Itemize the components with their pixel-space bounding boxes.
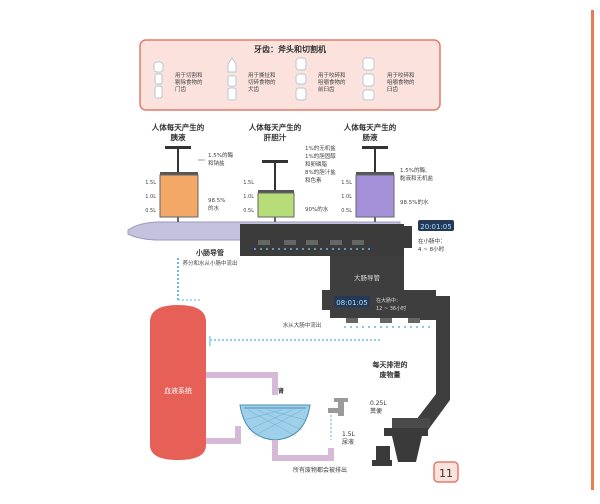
page-number-box xyxy=(433,461,459,483)
canine-icon xyxy=(227,57,237,101)
large-intestine-time-2: 12 ~ 36小时 xyxy=(376,305,406,312)
urine-amount: 1.5L xyxy=(342,431,356,438)
small-intestine-label: 小肠导管 xyxy=(195,248,224,257)
blood-to-kidney-pipe xyxy=(206,372,278,395)
molar-label-2: 咀嚼食物的 xyxy=(387,78,415,86)
premolar-icon xyxy=(295,57,307,101)
incisor-icon xyxy=(153,61,164,99)
scale-1-5L-b: 1.5L xyxy=(243,180,254,186)
rectum-pipe xyxy=(416,296,450,430)
urine-pipe xyxy=(272,440,334,461)
page-border xyxy=(591,10,594,490)
incisor-label-3: 门齿 xyxy=(175,85,187,93)
incisor-label-2: 剔除食物的 xyxy=(175,78,203,86)
feces-label: 粪便 xyxy=(370,407,382,415)
bile-tank xyxy=(257,160,295,218)
urine-label: 尿液 xyxy=(342,438,354,446)
blood-system xyxy=(150,305,206,460)
large-intestine-label: 大肠导管 xyxy=(354,273,381,282)
incisor-label-1: 用于切割和 xyxy=(175,71,203,79)
teeth-title: 牙齿：斧头和切割机 xyxy=(254,44,326,54)
feces-amount: 0.25L xyxy=(370,400,387,407)
canine-label-1: 用于撕扯和 xyxy=(248,71,276,79)
large-intestine-nozzles xyxy=(340,318,430,329)
blood-label: 血液系统 xyxy=(164,386,192,395)
daily-waste-line-2: 废物量 xyxy=(380,370,401,379)
molar-label-1: 用于咬碎和 xyxy=(387,71,415,79)
kidney-filter-bowl xyxy=(239,404,311,441)
premolar-label-2: 咀嚼食物的 xyxy=(318,78,346,86)
small-intestine-clock xyxy=(418,220,454,231)
large-intestine-clock xyxy=(334,296,370,307)
bile-heading-1: 人体每天产生的 xyxy=(249,122,302,132)
premolar-label-3: 前臼齿 xyxy=(318,85,335,93)
bile-note-2: 1%的胆固醇 xyxy=(305,152,336,160)
intestinal-tank xyxy=(355,146,395,218)
pancreatic-note-2: 和钠盐 xyxy=(208,159,225,167)
small-intestine-clock-text: 20:01:05 xyxy=(420,223,451,231)
intestinal-heading-2: 肠液 xyxy=(362,132,378,142)
scale-0-5L-c: 0.5L xyxy=(341,208,352,214)
pancreatic-heading-2: 胰液 xyxy=(171,132,186,142)
large-intestine-top xyxy=(330,256,404,300)
pancreatic-note-1: 1.5%的酶 xyxy=(208,151,233,159)
bile-note-5: 和色素 xyxy=(305,176,322,184)
small-intestine-time-2: 4 ~ 8小时 xyxy=(418,245,445,253)
intestinal-water: 98.5%的水 xyxy=(400,198,429,206)
scale-1-5L-a: 1.5L xyxy=(145,180,156,186)
bile-note-1: 1%的无机盐 xyxy=(305,144,336,152)
faucet-icon xyxy=(328,398,348,440)
molar-label-3: 臼齿 xyxy=(387,85,399,93)
small-intestine-sub: 养分和水从小肠中流出 xyxy=(182,259,237,267)
pancreatic-heading-1: 人体每天产生的 xyxy=(152,122,205,132)
bile-water: 90%的水 xyxy=(305,205,329,213)
canine-label-3: 犬齿 xyxy=(248,85,260,93)
bile-note-3: 和卵磷脂 xyxy=(305,160,328,168)
page-number: 11 xyxy=(439,467,453,480)
small-intestine-time-1: 在小肠中： xyxy=(418,237,446,245)
scale-1-0L-b: 1.0L xyxy=(243,194,254,200)
intestinal-note-1: 1.5%的酶、 xyxy=(400,166,430,174)
daily-waste-line-1: 每天排泄的 xyxy=(373,360,408,369)
kidney-label: 肾 xyxy=(278,387,284,395)
bile-heading-2: 肝胆汁 xyxy=(264,132,287,142)
intestinal-heading-1: 人体每天产生的 xyxy=(344,122,397,132)
premolar-label-1: 用于咬碎和 xyxy=(318,71,346,79)
large-intestine-clock-text: 08:01:05 xyxy=(336,299,367,307)
canine-label-2: 切碎食物的 xyxy=(248,78,276,86)
pancreatic-water: 98.5% xyxy=(208,198,225,204)
large-intestine-time-1: 在大肠中： xyxy=(376,297,401,304)
toilet-icon xyxy=(372,418,430,466)
molar-icon xyxy=(362,57,375,101)
water-out-label: 水从大肠中流出 xyxy=(283,321,322,329)
small-intestine-nozzles xyxy=(252,240,372,251)
bile-note-4: 8%的胆汁盐 xyxy=(305,168,336,176)
intestinal-note-2: 黏液和无机盐 xyxy=(400,174,434,182)
pancreatic-tank xyxy=(159,146,199,218)
scale-1-0L-a: 1.0L xyxy=(145,194,156,200)
scale-1-5L-c: 1.5L xyxy=(341,180,352,186)
scale-0-5L-a: 0.5L xyxy=(145,208,156,214)
scale-0-5L-b: 0.5L xyxy=(243,208,254,214)
pancreatic-water-unit: 的水 xyxy=(208,204,220,212)
footer-text: 所有废物都会被排出 xyxy=(293,466,347,474)
scale-1-0L-c: 1.0L xyxy=(341,194,352,200)
